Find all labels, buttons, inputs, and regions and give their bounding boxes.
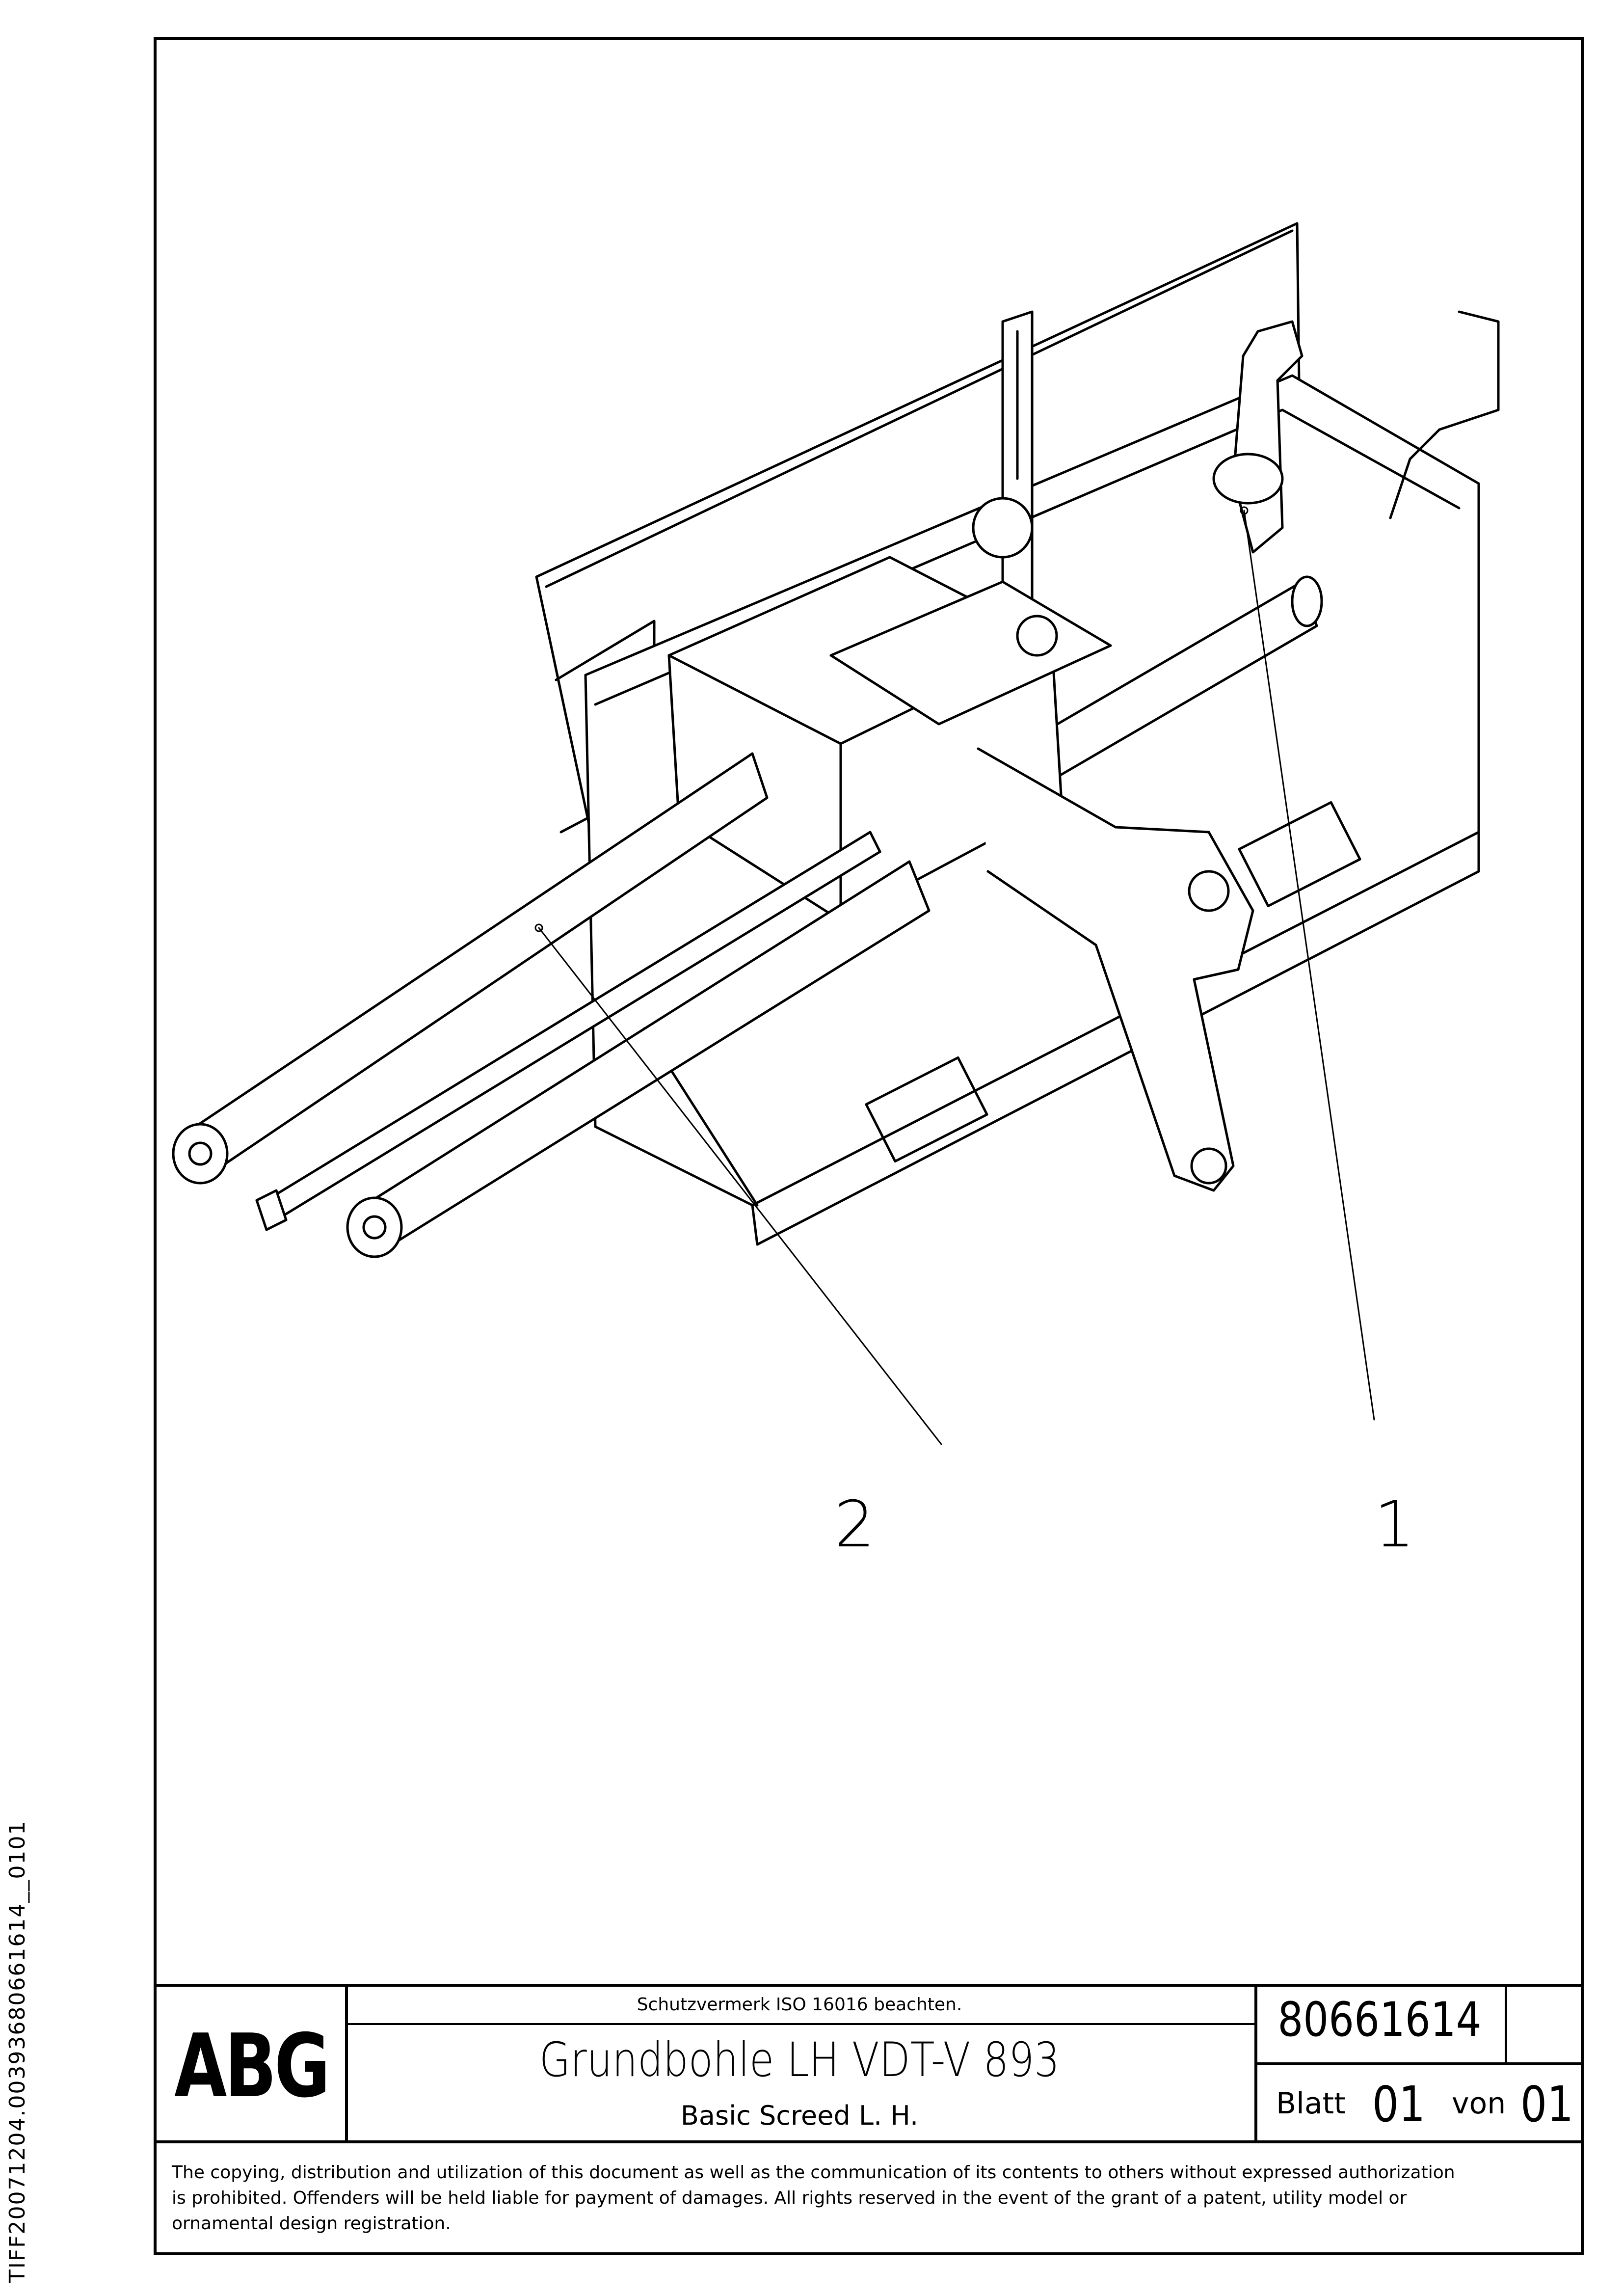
abg-logo: ABG <box>174 2015 330 2117</box>
sheet-label: Blatt <box>1276 2086 1346 2121</box>
leader-lines <box>534 506 1375 1445</box>
callout-label-1: 1 <box>1374 1487 1415 1562</box>
file-identifier: TIFF20071204.00393680661614__0101 <box>5 1820 30 2283</box>
copyright-notice: The copying, distribution and utilizatio… <box>172 2160 1566 2237</box>
total-sheets: 01 <box>1520 2076 1574 2133</box>
drawing-title-english: Basic Screed L. H. <box>680 2100 919 2131</box>
document-number: 80661614 <box>1277 1992 1482 2047</box>
technical-drawing-area <box>154 37 1584 1984</box>
drawing-title-german: Grundbohle LH VDT-V 893 <box>539 2032 1060 2087</box>
lifting-arm <box>977 747 1254 1192</box>
cross-tube <box>1031 575 1323 784</box>
screed-assembly-illustration <box>172 222 1500 1445</box>
copyright-line: ornamental design registration. <box>172 2214 451 2234</box>
vertical-post <box>972 310 1034 672</box>
shaft-middle <box>255 831 881 1231</box>
tube-lower <box>346 860 931 1258</box>
sheet-number: 01 <box>1372 2076 1426 2133</box>
center-housing <box>667 556 1112 922</box>
of-label: von <box>1452 2086 1506 2121</box>
title-block <box>154 1984 1584 2255</box>
protection-notice: Schutzvermerk ISO 16016 beachten. <box>637 1995 962 2015</box>
copyright-line: The copying, distribution and utilizatio… <box>172 2162 1455 2183</box>
callout-label-2: 2 <box>834 1487 875 1562</box>
drawing-sheet-frame <box>154 37 1584 2255</box>
copyright-line: is prohibited. Offenders will be held li… <box>172 2188 1407 2208</box>
side-bracket <box>1212 310 1500 554</box>
tube-upper <box>172 752 769 1185</box>
